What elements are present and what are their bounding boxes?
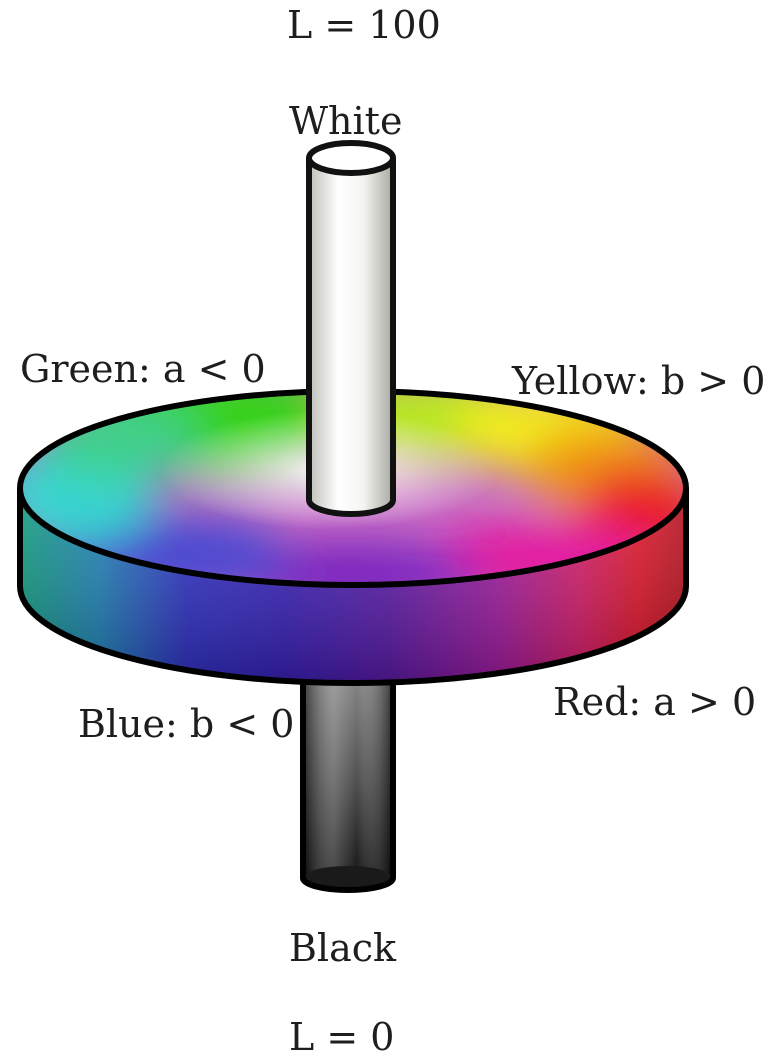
- lightness-max-label: L = 100: [287, 3, 441, 47]
- black-label: Black: [289, 926, 397, 970]
- white-axis-cap: [306, 140, 396, 176]
- green-axis-label: Green: a < 0: [20, 347, 266, 391]
- red-axis-label: Red: a > 0: [553, 680, 757, 724]
- color-disc-top: [20, 391, 686, 585]
- lightness-min-label: L = 0: [289, 1015, 395, 1059]
- black-axis-cylinder: [300, 650, 396, 893]
- white-axis-cylinder: [306, 140, 396, 517]
- blue-axis-label: Blue: b < 0: [78, 702, 295, 746]
- yellow-axis-label: Yellow: b > 0: [512, 359, 766, 403]
- white-label: White: [289, 99, 403, 143]
